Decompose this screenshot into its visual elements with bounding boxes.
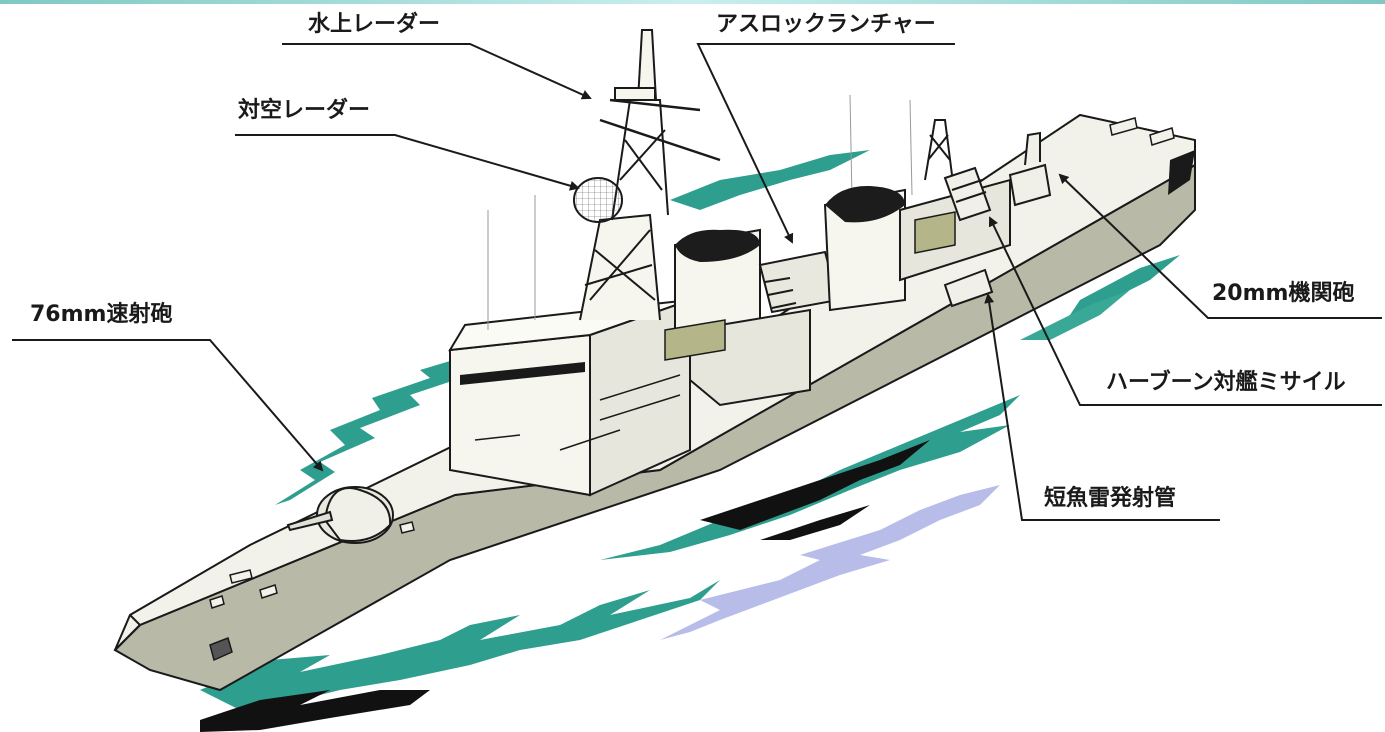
- label-air-radar: 対空レーダー: [238, 98, 371, 123]
- bridge-front: [449, 333, 591, 497]
- asroc-cells: [764, 277, 797, 309]
- air-radar-dish: [573, 177, 623, 223]
- mast-lower-lattice: [579, 213, 661, 321]
- wake-teal-left: [275, 355, 470, 505]
- sea-wake: [200, 150, 1180, 732]
- bridge-detail-lines: [474, 374, 681, 451]
- label-surface-radar: 水上レーダー: [308, 12, 441, 37]
- label-20mm-gun: 20mm機関砲: [1212, 281, 1355, 306]
- mast-yardarm: [599, 98, 721, 162]
- gun-turret-dome: [323, 487, 392, 542]
- side-panels: [664, 211, 956, 361]
- label-asroc-launcher: アスロックランチャー: [716, 12, 936, 37]
- label-harpoon: ハーブーン対艦ミサイル: [1106, 370, 1346, 395]
- leader-surface-radar: [282, 43, 592, 100]
- midships: [664, 117, 1175, 407]
- torpedo-tube-mount: [943, 268, 994, 308]
- asroc-launcher-box: [758, 250, 840, 314]
- gun-barrel: [286, 510, 334, 532]
- gun-76mm-mount: [209, 486, 415, 662]
- leader-torpedo: [984, 293, 1220, 521]
- lattice-mast: [487, 29, 913, 330]
- harpoon-canisters: [943, 166, 992, 222]
- fwd-funnel-cap: [675, 229, 760, 262]
- label-torpedo-tubes: 短魚雷発射管: [1044, 486, 1177, 511]
- shadow-mid2: [760, 505, 870, 540]
- shadow-waterline: [200, 690, 430, 732]
- top-border: [0, 0, 1385, 4]
- leader-20mm: [1058, 173, 1382, 319]
- stern-fittings: [1109, 117, 1175, 146]
- aft-funnel-cap: [825, 185, 905, 223]
- thin-antenna-lines: [487, 94, 913, 330]
- anchor-fitting: [209, 637, 233, 662]
- aft-mast: [924, 119, 953, 181]
- label-76mm-gun: 76mm速射砲: [30, 302, 173, 327]
- leader-harpoon: [988, 216, 1382, 406]
- bridge-block: [448, 298, 691, 497]
- leader-asroc: [696, 43, 955, 244]
- leader-76mm: [12, 339, 324, 472]
- leader-lines: [12, 43, 1382, 521]
- wake-teal-bottom: [200, 580, 720, 710]
- bridge-windows: [460, 362, 585, 385]
- shadow-mid: [700, 440, 930, 530]
- wake-teal-far: [1020, 290, 1130, 340]
- bow-line: [114, 614, 142, 651]
- wake-lavender: [660, 485, 1000, 640]
- wake-teal-bow-top: [670, 150, 870, 210]
- ciws-20mm: [1008, 131, 1052, 207]
- stern-notch: [1168, 150, 1195, 195]
- surface-radar-antenna: [614, 87, 656, 101]
- deck-fittings: [209, 521, 415, 609]
- leader-air-radar: [235, 134, 580, 191]
- mast-top: [637, 29, 657, 101]
